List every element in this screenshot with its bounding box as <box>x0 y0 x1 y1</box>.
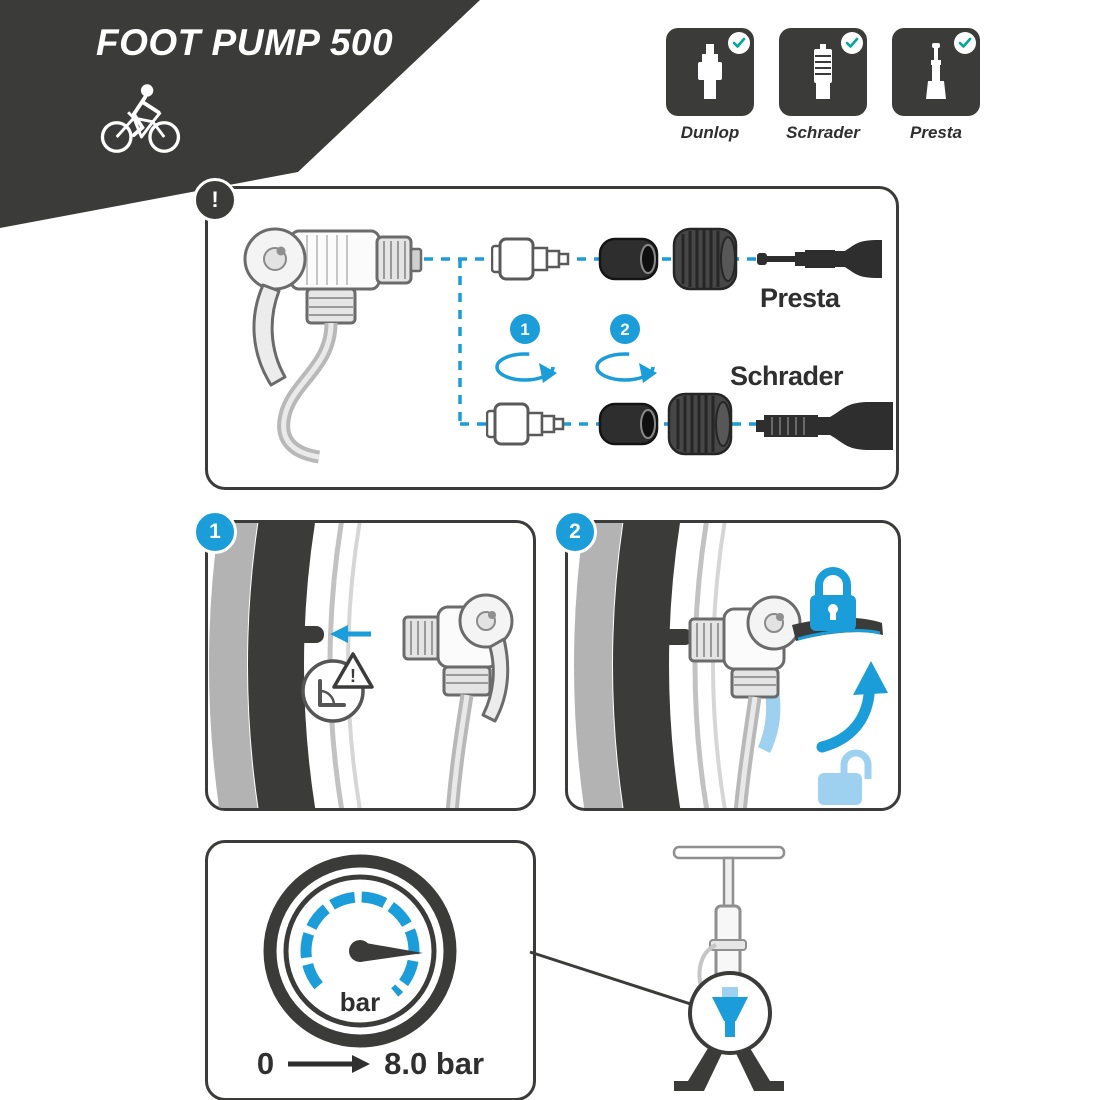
schrader-valve-icon <box>814 44 832 99</box>
pump-handle <box>672 845 786 860</box>
rotation-step-2: 2 <box>595 314 657 383</box>
perpendicular-warning-icon: ! <box>301 652 374 723</box>
step-1-content: ! <box>208 523 533 808</box>
step-2-panel: 2 <box>553 510 901 811</box>
step-1-illustration: ! <box>209 523 514 808</box>
lock-closed-icon <box>810 567 856 631</box>
valve-type-schrader: Schrader <box>779 28 867 143</box>
adapter-panel: ! <box>193 178 899 490</box>
step-1-badge: 1 <box>193 510 237 554</box>
warning-badge: ! <box>193 178 237 222</box>
schrader-tile <box>779 28 867 116</box>
gauge-unit-label: bar <box>340 987 380 1017</box>
cyclist-icon <box>100 84 181 153</box>
dunlop-tile <box>666 28 754 116</box>
valve-type-dunlop: Dunlop <box>666 28 754 143</box>
rubber-seal-part <box>598 237 659 281</box>
rotation-step-1: 1 <box>495 314 557 383</box>
knurled-cap-part <box>672 227 738 291</box>
gauge-panel: bar 0 8.0 bar <box>205 840 536 1100</box>
lock-open-icon <box>818 749 872 805</box>
rubber-seal-part <box>598 402 659 446</box>
valve-adapter-part <box>486 402 565 446</box>
presta-valve-icon <box>926 43 946 99</box>
step-2-illustration <box>574 523 888 808</box>
unlock-arrow-icon <box>816 661 888 753</box>
insert-arrow-icon <box>330 625 371 643</box>
range-start: 0 <box>256 1046 275 1081</box>
schrader-valve-illustration <box>756 402 893 450</box>
svg-text:!: ! <box>350 666 356 686</box>
gauge-content: bar <box>208 843 533 1098</box>
valve-type-label: Presta <box>910 123 962 142</box>
range-arrow-icon <box>288 1055 371 1073</box>
step-2-badge: 2 <box>553 510 597 554</box>
dunlop-valve-icon <box>698 44 722 99</box>
pressure-gauge-illustration: bar <box>263 854 457 1048</box>
valve-type-label: Schrader <box>786 123 860 142</box>
svg-text:2: 2 <box>620 320 629 339</box>
callout-connector-line <box>529 950 704 1010</box>
presta-tile <box>892 28 980 116</box>
gauge-needle <box>349 940 423 962</box>
schrader-label: Schrader <box>730 361 844 391</box>
presta-label: Presta <box>760 283 840 313</box>
pressure-range: 0 8.0 bar <box>208 1046 533 1082</box>
knurled-cap-part <box>667 392 733 456</box>
check-icon <box>954 32 976 54</box>
rotation-arrows: 1 2 <box>495 314 657 383</box>
wheel-rim-illustration <box>574 523 727 808</box>
valve-stem <box>628 629 692 645</box>
valve-adapter-part <box>491 237 570 281</box>
check-icon <box>841 32 863 54</box>
page-title: FOOT PUMP 500 <box>96 22 394 63</box>
pump-head-illustration <box>402 593 514 808</box>
valve-type-legend: Dunlop Schrader <box>666 28 980 143</box>
pump-head-illustration <box>243 227 423 464</box>
step-2-content <box>568 523 898 808</box>
valve-stem <box>266 626 324 643</box>
step-1-panel: 1 <box>193 510 536 811</box>
range-end: 8.0 bar <box>384 1046 485 1081</box>
gauge-scale-arc <box>300 891 420 997</box>
presta-valve-illustration <box>757 240 882 278</box>
svg-text:1: 1 <box>520 320 529 339</box>
valve-type-presta: Presta <box>892 28 980 143</box>
check-icon <box>728 32 750 54</box>
pump-head-illustration <box>688 595 883 808</box>
gauge-callout-circle <box>688 971 772 1055</box>
floor-pump-illustration <box>672 845 786 1091</box>
valve-type-label: Dunlop <box>680 123 740 142</box>
